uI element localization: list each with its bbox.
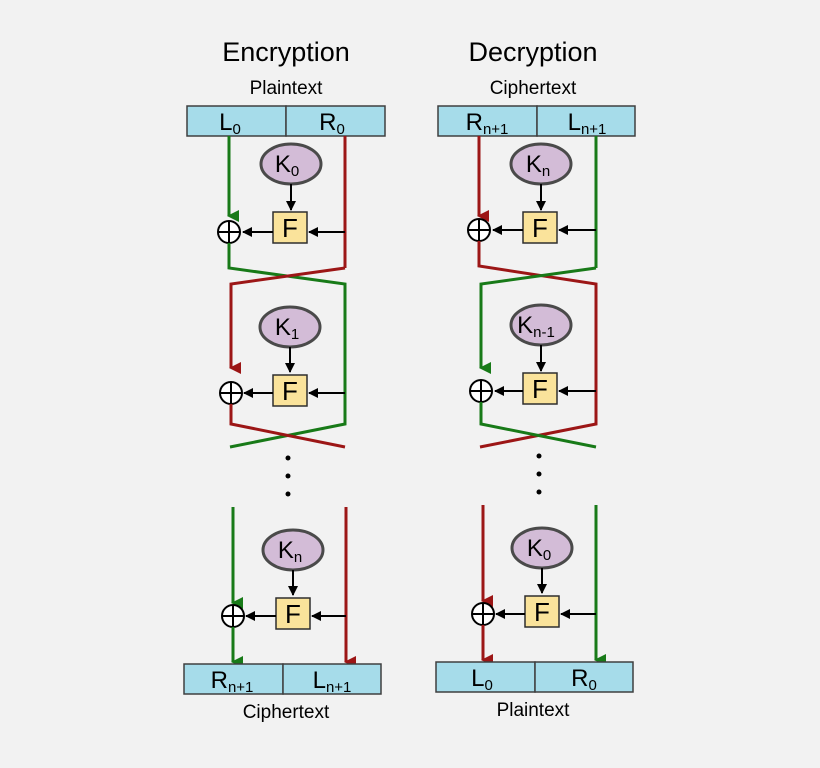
xor-icon <box>217 220 241 244</box>
dec-f-box-2 <box>522 372 558 405</box>
decryption-title: Decryption <box>468 37 597 67</box>
dec-f-box-1 <box>522 211 558 244</box>
enc-key-1-label: K1 <box>275 314 299 343</box>
dec-cross-red-1 <box>477 241 598 449</box>
dec-key-n-label: Kn <box>526 151 550 180</box>
xor-icon <box>471 602 495 626</box>
dec-f-box-n <box>524 595 560 628</box>
decryption-plaintext-label: Plaintext <box>497 700 571 721</box>
enc-cross-red-2 <box>229 404 346 449</box>
enc-f-label-n: F <box>285 599 301 629</box>
enc-cross-green-1 <box>227 243 347 449</box>
xor-icon <box>221 604 245 628</box>
dec-bottom-right-box <box>534 661 634 693</box>
dec-top-left-label: Rn+1 <box>466 109 509 138</box>
enc-bottom-left-box <box>183 663 284 695</box>
xor-icon <box>469 379 493 403</box>
encryption-ciphertext-label: Ciphertext <box>243 702 330 723</box>
encryption-column: Encryption Plaintext L0 R0 K0 F K1 F <box>183 37 386 723</box>
dec-f-label-n: F <box>534 597 550 627</box>
enc-bottom-left-label: Rn+1 <box>211 667 254 696</box>
dec-top-right-box <box>536 105 636 137</box>
enc-top-right-box <box>285 105 386 137</box>
enc-f-box-1 <box>272 211 308 244</box>
enc-f-label-1: F <box>282 213 298 243</box>
dec-cross-green-2 <box>479 402 597 449</box>
enc-f-label-2: F <box>282 376 298 406</box>
dec-bottom-right-label: R0 <box>571 665 597 694</box>
dec-top-left-box <box>437 105 538 137</box>
dec-key-n-1-label: Kn-1 <box>517 312 555 341</box>
xor-icon <box>219 381 243 405</box>
decryption-column: Decryption Ciphertext Rn+1 Ln+1 Kn F Kn-… <box>435 37 636 721</box>
xor-icon <box>467 218 491 242</box>
enc-f-box-2 <box>272 374 308 407</box>
enc-ellipsis <box>285 455 291 497</box>
encryption-title: Encryption <box>222 37 350 67</box>
dec-f-label-2: F <box>532 374 548 404</box>
dec-cross-green-1 <box>479 266 597 374</box>
encryption-plaintext-label: Plaintext <box>250 78 324 99</box>
dec-ellipsis <box>536 453 542 495</box>
enc-bottom-right-label: Ln+1 <box>313 667 352 696</box>
enc-key-0-label: K0 <box>275 151 299 180</box>
enc-cross-red-1 <box>229 266 346 374</box>
enc-f-box-n <box>275 597 311 630</box>
decryption-ciphertext-label: Ciphertext <box>490 78 577 99</box>
dec-key-0-label: K0 <box>527 535 551 564</box>
enc-key-n-label: Kn <box>278 537 302 566</box>
enc-top-right-label: R0 <box>319 109 345 138</box>
dec-top-right-label: Ln+1 <box>568 109 607 138</box>
enc-top-left-label: L0 <box>219 109 241 138</box>
enc-bottom-right-box <box>282 663 382 695</box>
enc-top-left-box <box>186 105 287 137</box>
dec-f-label-1: F <box>532 213 548 243</box>
dec-bottom-left-box <box>435 661 536 693</box>
dec-bottom-left-label: L0 <box>471 665 493 694</box>
